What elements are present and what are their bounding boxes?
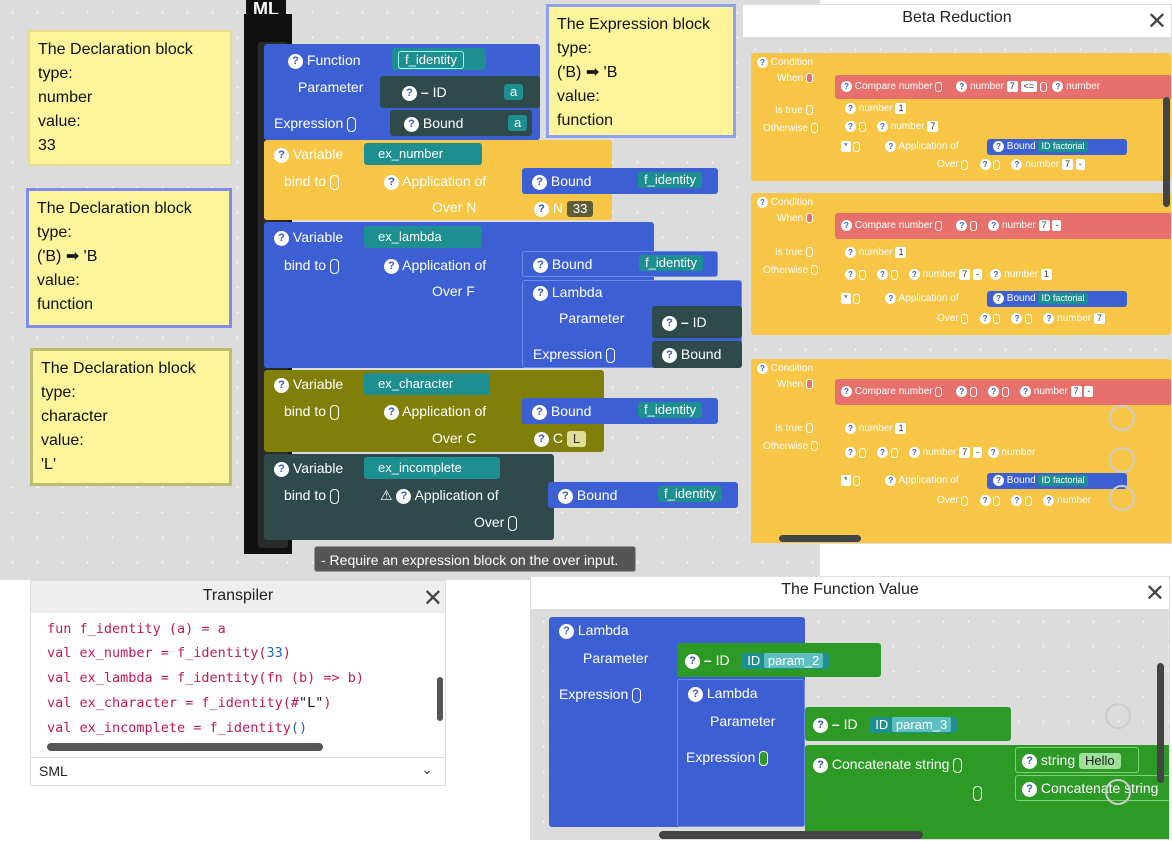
function-value-window: The Function Value ✕ ? Lambda Parameter … — [530, 576, 1170, 840]
vertical-scrollbar[interactable] — [437, 677, 443, 721]
code-line-3: val ex_lambda = f_identity(fn (b) => b) — [47, 670, 364, 686]
help-icon[interactable]: ? — [402, 85, 417, 101]
bound-block[interactable]: ? Bound f_identity — [522, 398, 718, 424]
beta-workspace[interactable]: ? Condition When Is true Otherwise ? Com… — [743, 37, 1171, 543]
bound-block[interactable]: ? Bound f_identity — [522, 251, 718, 277]
window-title: Transpiler — [202, 587, 274, 604]
var-name-field[interactable]: ex_incomplete — [364, 457, 500, 479]
warning-icon[interactable]: ⚠ — [380, 487, 393, 503]
bound-factorial[interactable]: ? Bound ID factorial — [987, 291, 1127, 307]
bound-factorial[interactable]: ? Bound ID factorial — [987, 473, 1127, 489]
compare-block[interactable]: ? Compare number ? ? number 7 - — [835, 213, 1171, 239]
lambda-bound[interactable]: ? Bound — [652, 341, 742, 368]
bound-value[interactable]: a — [508, 115, 528, 131]
code-line-1: fun f_identity (a) = a — [47, 621, 226, 637]
var-name-field[interactable]: ex_lambda — [364, 226, 482, 248]
parameter-label: Parameter — [298, 79, 364, 95]
number-arg-block[interactable]: ? N 33 — [522, 196, 606, 220]
note-lambda[interactable]: The Declaration block type: ('B) ➡ 'B va… — [26, 188, 232, 328]
param-id-value[interactable]: a — [504, 84, 524, 100]
compare-block[interactable]: ? Compare number ? number 7 <= ? number — [835, 75, 1171, 99]
function-keyword: Function — [306, 52, 361, 68]
close-icon[interactable]: ✕ — [1146, 8, 1167, 35]
param-id-block[interactable]: ? – ID ID param_2 — [677, 643, 881, 677]
expression-slot[interactable] — [347, 116, 357, 132]
char-arg-block[interactable]: ? C L — [522, 426, 598, 450]
vertical-scrollbar[interactable] — [1157, 663, 1164, 783]
code-line-5: val ex_incomplete = f_identity() — [47, 720, 308, 736]
zoom-in-icon[interactable] — [1109, 447, 1135, 473]
horizontal-scrollbar[interactable] — [659, 831, 923, 839]
recenter-icon[interactable] — [1105, 703, 1131, 729]
param-id-block[interactable]: ? – ID ID param_3 — [805, 707, 1011, 741]
var-name-field[interactable]: ex_character — [364, 373, 490, 395]
help-icon[interactable]: ? — [288, 53, 303, 69]
zoom-out-icon[interactable] — [1105, 779, 1131, 805]
code-line-2: val ex_number = f_identity(33) — [47, 645, 291, 661]
horizontal-scrollbar[interactable] — [779, 535, 861, 542]
transpiler-window: Transpiler ✕ fun f_identity (a) = a val … — [30, 580, 446, 786]
parameter-id-block[interactable]: ? – ID a — [380, 76, 540, 108]
zoom-out-icon[interactable] — [1109, 485, 1135, 511]
beta-reduction-window: Beta Reduction ✕ ? Condition When Is tru… — [742, 4, 1172, 544]
window-title: The Function Value — [781, 581, 919, 598]
bound-block[interactable]: ? Bound f_identity — [548, 482, 738, 508]
close-icon[interactable]: ✕ — [422, 585, 443, 612]
condition-block-1[interactable]: ? Condition When Is true Otherwise — [751, 53, 1171, 181]
recenter-icon[interactable] — [1109, 405, 1135, 431]
lambda-param-id[interactable]: ? – ID — [652, 306, 742, 338]
bound-factorial[interactable]: ? Bound ID factorial — [987, 139, 1127, 155]
compare-block[interactable]: ? Compare number ? ? ? number 7 - — [835, 379, 1171, 405]
chevron-down-icon[interactable]: ⌄ — [421, 761, 433, 777]
note-character[interactable]: The Declaration block type: character va… — [30, 348, 232, 486]
close-icon[interactable]: ✕ — [1144, 580, 1165, 607]
warning-tooltip: - Require an expression block on the ove… — [314, 546, 636, 572]
window-title: Beta Reduction — [902, 9, 1012, 26]
bind-slot[interactable] — [329, 174, 339, 190]
bound-block[interactable]: ? Bound a — [390, 110, 532, 136]
variable-ex-incomplete[interactable]: ? Variable bind to ⚠ ? Application of Ov… — [264, 454, 554, 540]
function-name-field[interactable]: f_identity — [392, 48, 486, 70]
code-line-4: val ex_character = f_identity(#"L") — [47, 695, 332, 711]
vertical-scrollbar[interactable] — [1163, 97, 1170, 207]
language-select[interactable]: SML — [39, 763, 68, 779]
ml-header: ML — [246, 0, 286, 18]
concat-inner-block[interactable]: ? Concatenate string — [1015, 775, 1169, 801]
function-value-workspace[interactable]: ? Lambda Parameter Expression ? – ID ID … — [531, 609, 1169, 839]
note-expression[interactable]: The Expression block type: ('B) ➡ 'B val… — [546, 4, 736, 138]
note-number[interactable]: The Declaration block type: number value… — [28, 30, 232, 166]
var-name-field[interactable]: ex_number — [364, 143, 482, 165]
horizontal-scrollbar[interactable] — [47, 743, 323, 751]
inner-lambda-block[interactable]: ? Lambda Parameter Expression — [677, 679, 805, 827]
bound-block[interactable]: ? Bound f_identity — [522, 168, 718, 194]
expression-label: Expression — [274, 115, 344, 131]
string-block[interactable]: ? string Hello — [1015, 747, 1139, 773]
